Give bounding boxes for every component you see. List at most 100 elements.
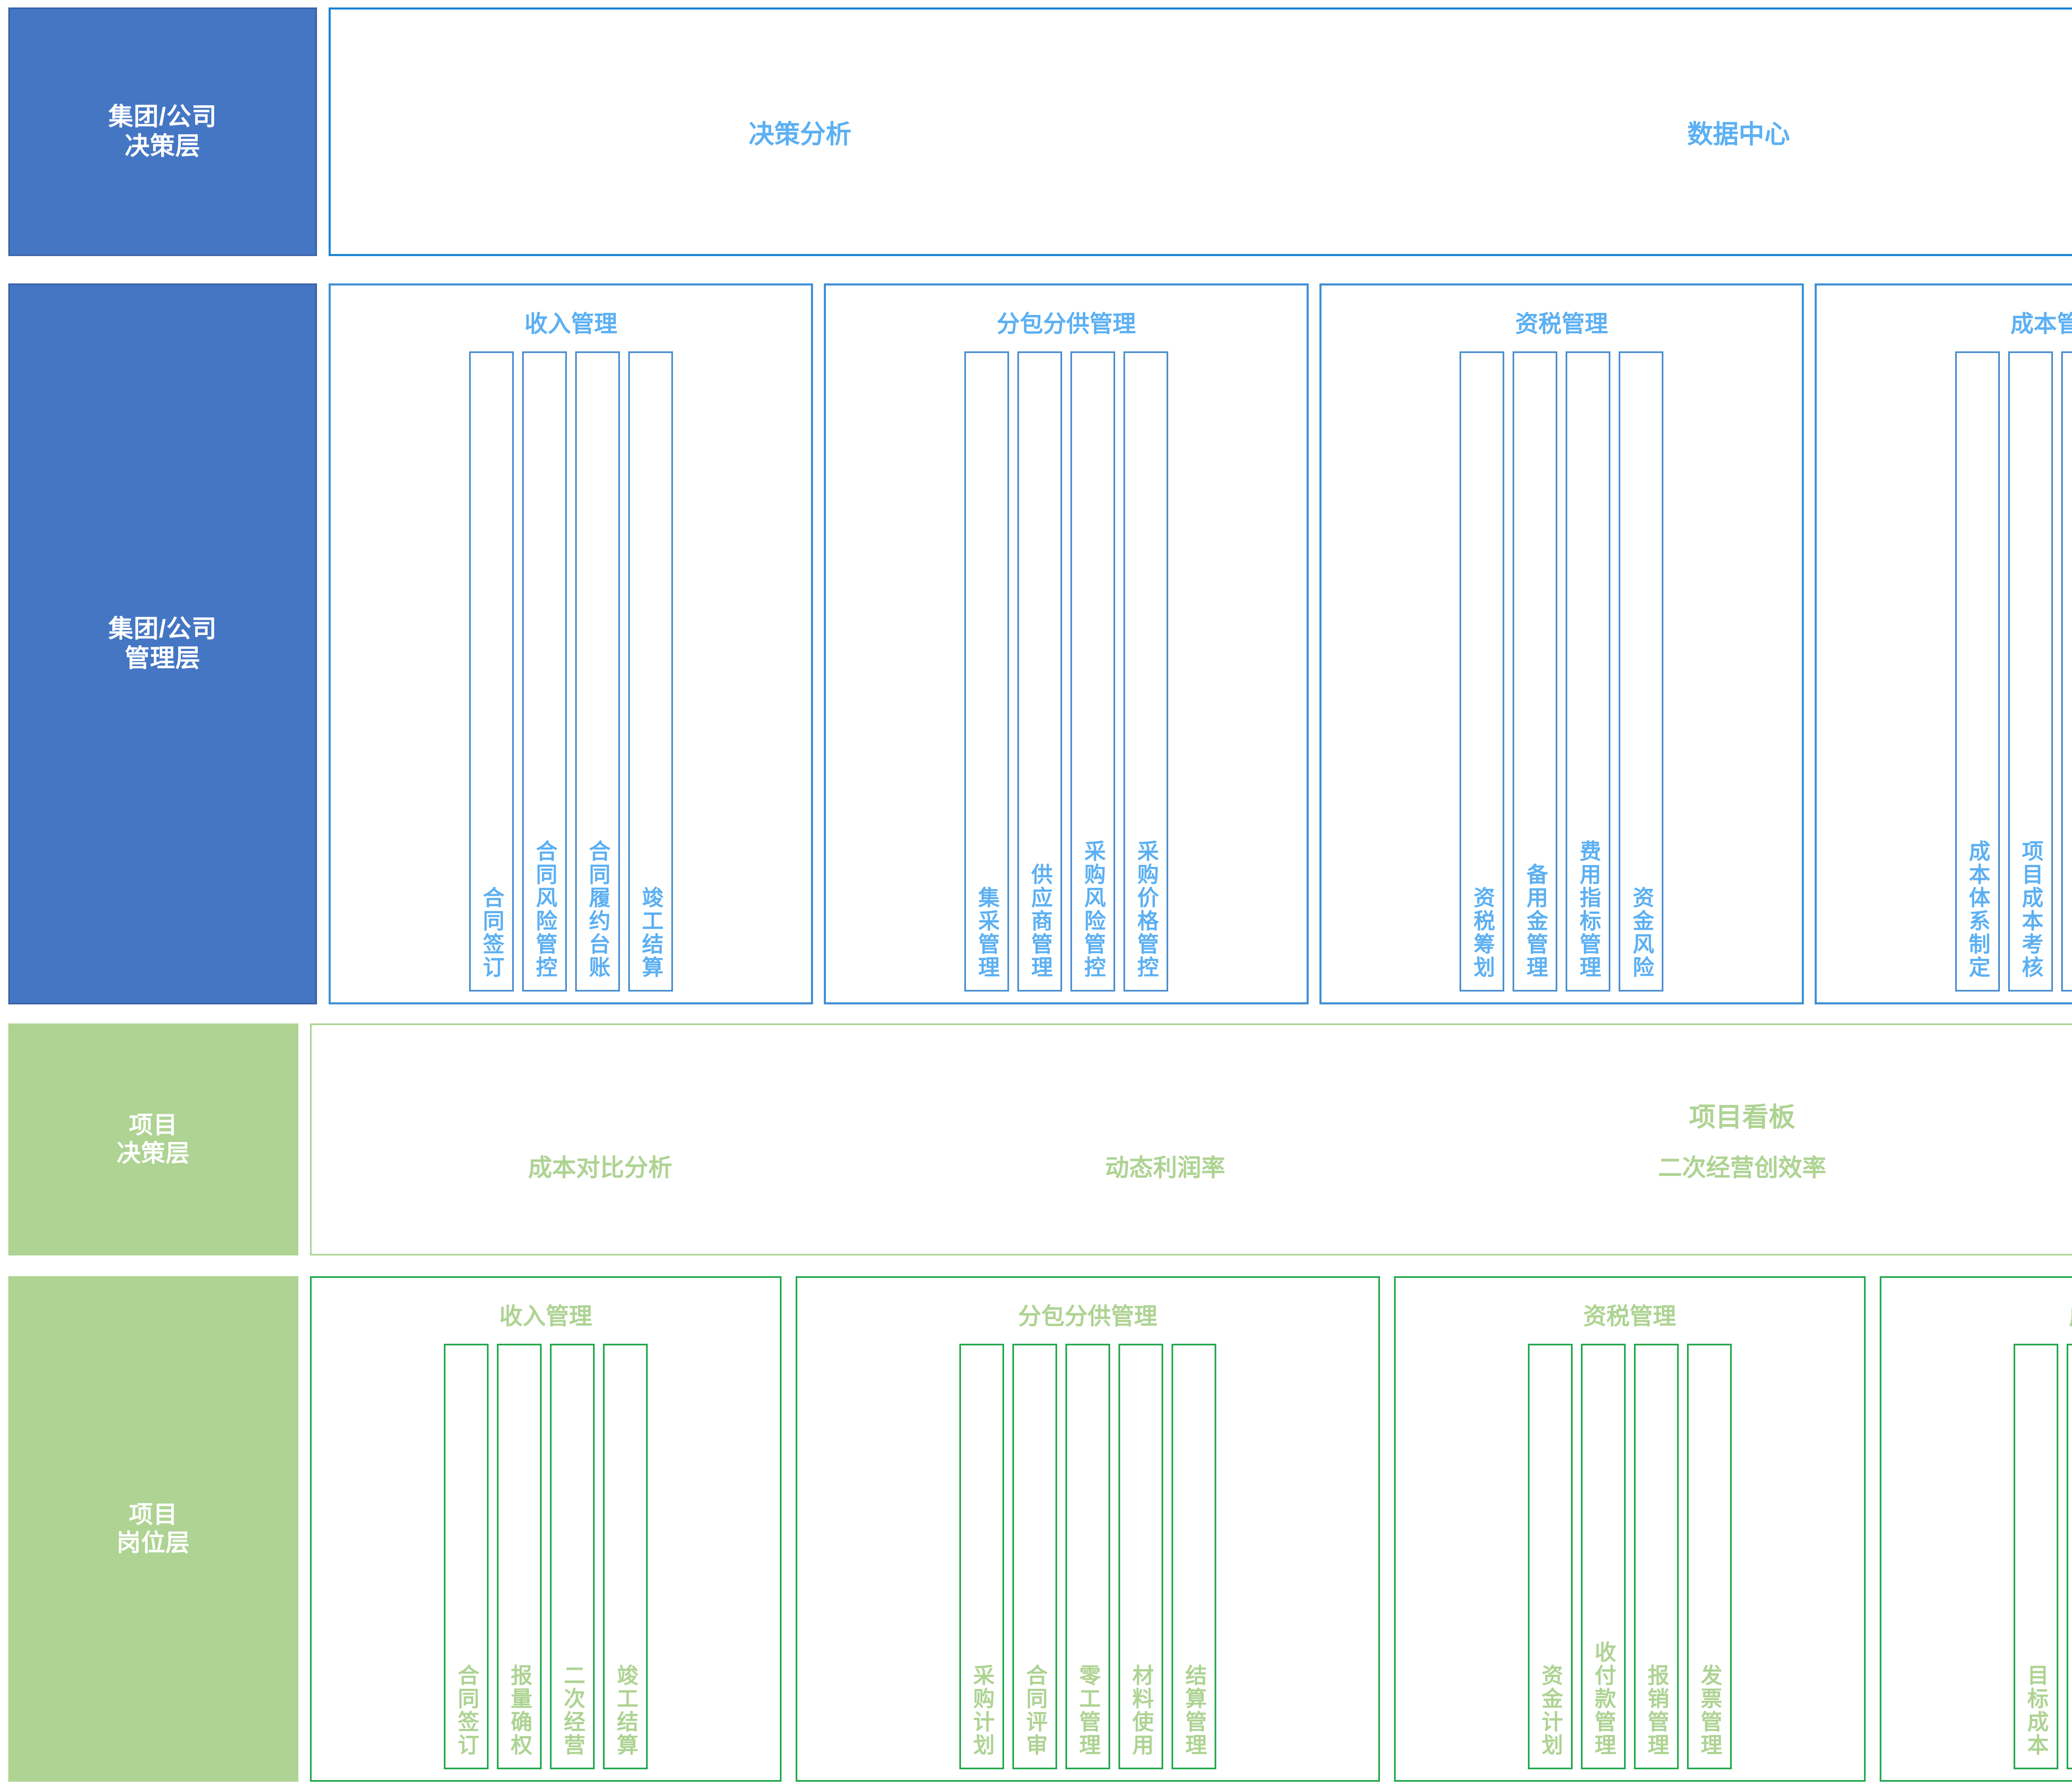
module-group-title: 资税管理 <box>1515 311 1608 337</box>
module-cell[interactable]: 资金计划 <box>1527 1344 1573 1769</box>
module-cell-label: 采购价格管控 <box>1134 840 1158 979</box>
module-group-0: 收入管理合同签订合同风险管控 合同履约台账 竣工结算 <box>329 283 813 1004</box>
module-cell-label: 合同签订 <box>454 1664 479 1757</box>
module-cell[interactable]: 合同履约台账 <box>575 351 620 992</box>
layer-label-project-post: 项目岗位层 <box>8 1276 298 1782</box>
module-cell[interactable]: 目标成本 <box>2013 1344 2058 1769</box>
module-cell[interactable]: 合同签订 <box>469 351 514 992</box>
module-cell-list: 集采管理 供应商管理采购风险管控采购价格管控 <box>835 351 1297 992</box>
module-cell[interactable]: 收付款管理 <box>1581 1344 1626 1769</box>
project-board-item-1[interactable]: 动态利润率 <box>1105 1154 1225 1181</box>
module-group-3: 成本管理成本体系制定项目成本考核成本分析台账成本指标管理 <box>1814 283 2072 1004</box>
module-cell[interactable]: 竣工结算 <box>603 1344 648 1769</box>
module-cell[interactable]: 报销管理 <box>1634 1344 1679 1769</box>
module-cell-label: 资税筹划 <box>1470 886 1494 979</box>
module-cell[interactable]: 采购计划 <box>959 1344 1004 1769</box>
module-cell[interactable]: 报量确权 <box>497 1344 542 1769</box>
module-cell-list: 资税筹划 备用金管理费用指标管理资金风险 <box>1331 351 1793 992</box>
decision-item-1[interactable]: 数据中心 <box>1687 120 1790 149</box>
module-cell-label: 竣工结算 <box>638 886 663 979</box>
module-cell-label: 报量确权 <box>507 1664 532 1757</box>
module-cell-label: 成本体系制定 <box>1965 840 1990 979</box>
module-cell-list: 采购计划 合同评审 零工管理 材料使用 结算管理 <box>806 1344 1369 1769</box>
module-group-title: 资税管理 <box>1583 1303 1676 1329</box>
module-group-title: 收入管理 <box>499 1303 592 1329</box>
module-cell-label: 供应商管理 <box>1028 863 1052 979</box>
module-cell[interactable]: 供应商管理 <box>1017 351 1062 992</box>
module-cell-label: 报销管理 <box>1644 1664 1668 1757</box>
module-cell[interactable]: 采购价格管控 <box>1123 351 1168 992</box>
decision-item-0[interactable]: 决策分析 <box>748 120 852 149</box>
project-board-items: 成本对比分析动态利润率二次经营创效率产值确权率项目经营月报 <box>312 1148 2072 1183</box>
row-project-post: 项目岗位层 收入管理合同签订 报量确权 二次经营竣工结算 分包分供管理采购计划 合同评审… <box>0 1276 2072 1782</box>
layer-label-project-decision: 项目决策层 <box>8 1023 298 1255</box>
module-cell-label: 结算管理 <box>1181 1664 1206 1757</box>
module-cell[interactable]: 集采管理 <box>964 351 1009 992</box>
module-cell-list: 成本体系制定项目成本考核成本分析台账成本指标管理 <box>1826 351 2072 992</box>
module-cell[interactable]: 计划成本 <box>2066 1344 2072 1769</box>
module-cell[interactable]: 合同评审 <box>1012 1344 1057 1769</box>
layer-label-text: 项目岗位层 <box>116 1501 190 1556</box>
module-group-1: 分包分供管理采购计划 合同评审 零工管理 材料使用 结算管理 <box>796 1276 1380 1782</box>
module-cell[interactable]: 零工管理 <box>1065 1344 1110 1769</box>
module-cell[interactable]: 发票管理 <box>1687 1344 1732 1769</box>
module-group-2: 资税管理资税筹划 备用金管理费用指标管理资金风险 <box>1319 283 1804 1004</box>
module-group-title: 分包分供管理 <box>1018 1303 1157 1329</box>
module-cell-label: 发票管理 <box>1697 1664 1721 1757</box>
module-group-title: 成本管理 <box>2069 1298 2072 1331</box>
project-board-item-2[interactable]: 二次经营创效率 <box>1658 1154 1826 1181</box>
module-cell-label: 采购计划 <box>969 1664 994 1757</box>
module-cell-label: 项目成本考核 <box>2018 840 2043 979</box>
project-board-title: 项目看板 <box>1689 1102 1795 1132</box>
module-cell[interactable]: 结算管理 <box>1171 1344 1216 1769</box>
module-cell-list: 合同签订 报量确权 二次经营竣工结算 <box>321 1344 771 1769</box>
module-cell[interactable]: 成本体系制定 <box>1955 351 2000 992</box>
module-group-1: 分包分供管理集采管理 供应商管理采购风险管控采购价格管控 <box>824 283 1309 1004</box>
layer-label-text: 集团/公司决策层 <box>108 103 217 160</box>
module-cell-label: 备用金管理 <box>1523 863 1547 979</box>
module-cell-list: 目标成本计划成本成本核算成本还原 <box>1890 1344 2072 1769</box>
module-cell[interactable]: 二次经营 <box>550 1344 595 1769</box>
module-group-title: 分包分供管理 <box>996 311 1136 337</box>
module-cell-label: 合同风险管控 <box>532 840 557 979</box>
module-cell[interactable]: 合同签订 <box>444 1344 489 1769</box>
module-cell[interactable]: 备用金管理 <box>1513 351 1558 992</box>
row-group-management: 集团/公司管理层 收入管理合同签订合同风险管控 合同履约台账 竣工结算 分包分供管理集… <box>0 283 2072 1004</box>
module-group-2: 资税管理资金计划 收付款管理 报销管理 发票管理 <box>1394 1276 1866 1782</box>
module-cell-label: 资金计划 <box>1538 1664 1562 1757</box>
project-board-item-0[interactable]: 成本对比分析 <box>528 1154 673 1181</box>
layer-label-group-decision: 集团/公司决策层 <box>8 7 317 256</box>
module-cell[interactable]: 资税筹划 <box>1460 351 1505 992</box>
module-cell[interactable]: 资金风险 <box>1619 351 1664 992</box>
module-cell[interactable]: 采购风险管控 <box>1070 351 1115 992</box>
module-cell-label: 目标成本 <box>2024 1664 2048 1757</box>
module-cell-label: 零工管理 <box>1075 1664 1100 1757</box>
module-cell[interactable]: 成本分析台账 <box>2061 351 2072 992</box>
management-group-container: 收入管理合同签订合同风险管控合同履约台账竣工结算分包分供管理集采管理供应商管理采… <box>329 283 2072 1004</box>
decision-strip: 决策分析 数据中心 企业知识库 <box>329 7 2072 256</box>
module-cell[interactable]: 合同风险管控 <box>522 351 567 992</box>
module-cell-label: 合同履约台账 <box>585 840 610 979</box>
module-group-3: 成本管理目标成本计划成本成本核算成本还原 <box>1879 1276 2072 1782</box>
module-cell-label: 资金风险 <box>1629 886 1653 979</box>
module-cell[interactable]: 项目成本考核 <box>2008 351 2053 992</box>
module-cell[interactable]: 费用指标管理 <box>1566 351 1611 992</box>
layer-label-text: 集团/公司管理层 <box>108 615 217 672</box>
module-cell-label: 合同评审 <box>1022 1664 1047 1757</box>
module-cell[interactable]: 竣工结算 <box>628 351 673 992</box>
project-group-container: 收入管理合同签订 报量确权 二次经营竣工结算 分包分供管理采购计划 合同评审 零工管理 材料… <box>310 1276 2072 1782</box>
module-cell-label: 收付款管理 <box>1591 1641 1615 1757</box>
module-cell-list: 合同签订合同风险管控 合同履约台账 竣工结算 <box>340 351 802 992</box>
module-cell-label: 二次经营 <box>560 1664 585 1757</box>
module-cell-label: 材料使用 <box>1128 1664 1153 1757</box>
module-group-0: 收入管理合同签订 报量确权 二次经营竣工结算 <box>310 1276 782 1782</box>
module-group-title: 收入管理 <box>524 311 617 337</box>
module-cell-label: 集采管理 <box>975 886 999 979</box>
module-cell[interactable]: 材料使用 <box>1118 1344 1163 1769</box>
module-cell-list: 资金计划 收付款管理 报销管理 发票管理 <box>1405 1344 1855 1769</box>
module-group-title: 成本管理 <box>2010 311 2072 337</box>
layer-label-group-management: 集团/公司管理层 <box>8 283 317 1004</box>
